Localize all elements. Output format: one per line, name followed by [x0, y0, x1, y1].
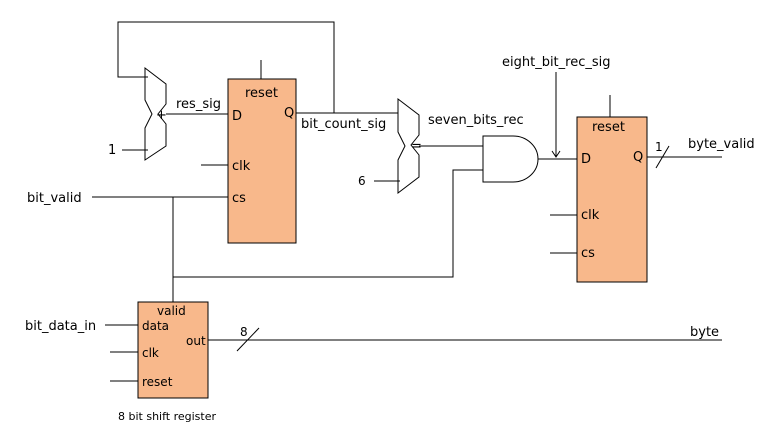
shift-clk-label: clk: [142, 346, 159, 360]
feedback-wire: [117, 21, 335, 113]
comparator-block: [397, 97, 420, 195]
bit-valid-label: bit_valid: [27, 191, 82, 206]
eight-bit-rec-label: eight_bit_rec_sig: [502, 55, 611, 70]
byte-valid-register: [576, 116, 648, 283]
counter-clk-label: clk: [232, 159, 251, 174]
counter-d-label: D: [232, 109, 242, 124]
valid-reset-label: reset: [592, 120, 625, 135]
counter-reset-label: reset: [245, 86, 278, 101]
shift-data-label: data: [142, 319, 169, 333]
counter-cs-label: cs: [232, 191, 246, 206]
valid-cs-label: cs: [581, 246, 595, 261]
byte-valid-width: 1: [655, 140, 663, 154]
adder-const-label: 1: [108, 143, 116, 158]
valid-d-label: D: [581, 152, 591, 167]
bit-count-label: bit_count_sig: [301, 117, 386, 132]
byte-valid-label: byte_valid: [688, 137, 755, 152]
byte-width: 8: [240, 325, 248, 339]
byte-valid-slash: [655, 145, 670, 169]
shift-register: [137, 301, 209, 399]
counter-register: [227, 78, 297, 244]
comparator-op: =: [411, 139, 422, 154]
valid-q-label: Q: [633, 150, 643, 165]
compare-const-label: 6: [358, 174, 366, 188]
valid-clk-label: clk: [581, 208, 600, 223]
eight-bit-rec-arrowhead: [551, 150, 561, 158]
bit-data-in-label: bit_data_in: [25, 319, 96, 334]
shift-caption: 8 bit shift register: [118, 410, 216, 423]
adder-op: +: [156, 108, 167, 123]
adder-block: [144, 66, 167, 161]
res-sig-label: res_sig: [176, 97, 221, 112]
shift-out-label: out: [186, 334, 206, 348]
byte-slash: [236, 327, 260, 352]
shift-reset-label: reset: [142, 375, 173, 389]
counter-q-label: Q: [284, 106, 294, 121]
seven-bits-label: seven_bits_rec: [428, 113, 524, 128]
byte-label: byte: [690, 325, 719, 340]
shift-valid-label: valid: [157, 304, 186, 318]
bit-valid-to-and: [173, 169, 483, 278]
and-gate: [482, 135, 539, 183]
